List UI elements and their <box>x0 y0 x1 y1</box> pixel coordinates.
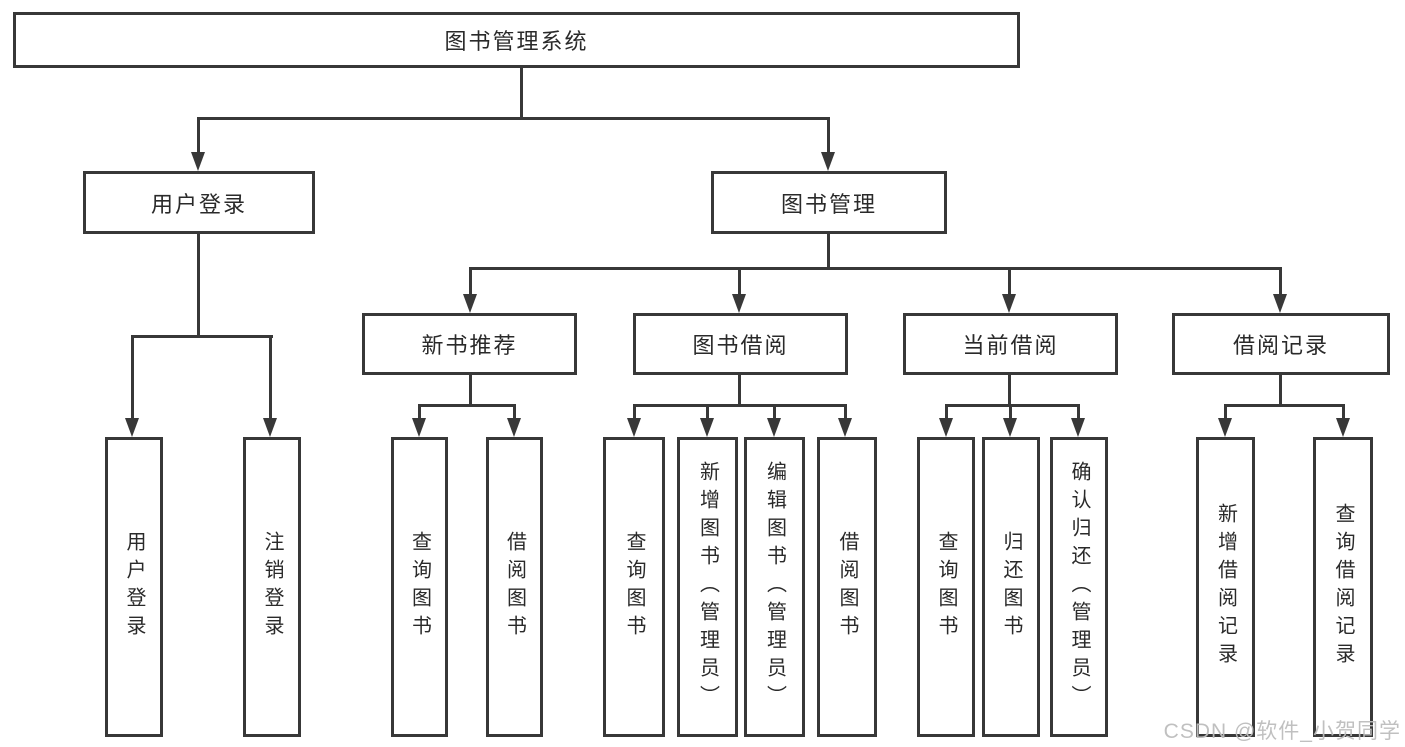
connector-arm <box>706 404 709 422</box>
node-new-book-recommendation: 新书推荐 <box>362 313 577 375</box>
arrowhead-down-icon <box>463 294 477 313</box>
leaf-borrow-book-recommend: 借阅图书 <box>486 437 543 737</box>
node-borrowing-records: 借阅记录 <box>1172 313 1390 375</box>
node-label: 用户登录 <box>150 191 247 217</box>
leaf-user-login: 用户登录 <box>105 437 163 737</box>
node-current-borrowing: 当前借阅 <box>903 313 1118 375</box>
csdn-watermark: CSDN @软件_小贺同学 <box>1163 720 1401 743</box>
arrowhead-down-icon <box>1336 418 1350 437</box>
connector-rail <box>633 404 846 407</box>
node-label: 新书推荐 <box>421 333 518 358</box>
connector-arm <box>469 267 472 296</box>
connector-arm <box>844 404 847 422</box>
arrowhead-down-icon <box>732 294 746 313</box>
connector-stem <box>197 233 200 338</box>
leaf-return-book: 归还图书 <box>982 437 1040 737</box>
arrowhead-down-icon <box>1273 294 1287 313</box>
node-label: 图书管理 <box>780 191 877 217</box>
connector-arm <box>738 267 741 296</box>
connector-arm <box>418 404 421 422</box>
leaf-label: 编辑图书（管理员） <box>763 461 786 713</box>
arrowhead-down-icon <box>412 418 426 437</box>
arrowhead-down-icon <box>1003 418 1017 437</box>
arrowhead-down-icon <box>838 418 852 437</box>
arrowhead-down-icon <box>1071 418 1085 437</box>
leaf-label: 查询图书 <box>623 531 645 643</box>
leaf-query-book-borrow: 查询图书 <box>603 437 665 737</box>
arrowhead-down-icon <box>767 418 781 437</box>
leaf-logout: 注销登录 <box>243 437 301 737</box>
arrowhead-down-icon <box>939 418 953 437</box>
leaf-label: 查询借阅记录 <box>1332 503 1354 671</box>
arrowhead-down-icon <box>507 418 521 437</box>
connector-arm <box>1008 267 1011 296</box>
leaf-query-book-current: 查询图书 <box>917 437 975 737</box>
arrowhead-down-icon <box>627 418 641 437</box>
leaf-label: 用户登录 <box>123 531 145 643</box>
connector-root-rail <box>197 117 830 120</box>
leaf-edit-book-admin: 编辑图书（管理员） <box>744 437 805 737</box>
leaf-confirm-return-admin: 确认归还（管理员） <box>1050 437 1108 737</box>
connector-arm <box>1077 404 1080 422</box>
leaf-label: 确认归还（管理员） <box>1068 461 1090 713</box>
leaf-label: 查询图书 <box>408 531 431 643</box>
connector-arm <box>197 117 200 153</box>
connector-arm <box>513 404 516 422</box>
connector-arm <box>269 335 272 420</box>
node-book-management: 图书管理 <box>711 171 947 234</box>
node-label: 图书借阅 <box>692 333 789 358</box>
connector-stem <box>738 374 741 407</box>
leaf-label: 注销登录 <box>261 531 283 643</box>
node-user-login: 用户登录 <box>83 171 315 234</box>
leaf-label: 查询图书 <box>935 531 957 643</box>
node-label: 借阅记录 <box>1232 333 1329 358</box>
connector-arm <box>945 404 948 422</box>
arrowhead-down-icon <box>700 418 714 437</box>
arrowhead-down-icon <box>191 152 205 171</box>
arrowhead-down-icon <box>1002 294 1016 313</box>
arrowhead-down-icon <box>125 418 139 437</box>
connector-arm <box>131 335 134 420</box>
node-label: 当前借阅 <box>962 333 1059 358</box>
arrowhead-down-icon <box>1218 418 1232 437</box>
leaf-label: 借阅图书 <box>836 531 858 643</box>
connector-arm <box>1224 404 1227 422</box>
leaf-label: 借阅图书 <box>503 531 526 643</box>
connector-stem <box>1279 374 1282 407</box>
leaf-borrow-book: 借阅图书 <box>817 437 877 737</box>
node-label: 图书管理系统 <box>444 29 589 54</box>
connector-stem <box>1008 374 1011 407</box>
connector-arm <box>1342 404 1345 422</box>
connector-arm <box>773 404 776 422</box>
connector-rail <box>132 335 273 338</box>
arrowhead-down-icon <box>821 152 835 171</box>
arrowhead-down-icon <box>263 418 277 437</box>
connector-stem <box>469 374 472 407</box>
leaf-add-borrow-record: 新增借阅记录 <box>1196 437 1255 737</box>
connector-arm <box>1279 267 1282 296</box>
leaf-add-book-admin: 新增图书（管理员） <box>677 437 738 737</box>
node-book-borrowing: 图书借阅 <box>633 313 848 375</box>
leaf-label: 归还图书 <box>1000 531 1022 643</box>
connector-arm <box>827 117 830 153</box>
connector-arm <box>633 404 636 422</box>
connector-stem <box>827 233 830 270</box>
connector-rail <box>418 404 516 407</box>
connector-root-stem <box>520 67 523 119</box>
node-library-management-system: 图书管理系统 <box>13 12 1020 68</box>
connector-rail <box>945 404 1079 407</box>
leaf-query-book-recommend: 查询图书 <box>391 437 448 737</box>
leaf-query-borrow-record: 查询借阅记录 <box>1313 437 1373 737</box>
leaf-label: 新增借阅记录 <box>1214 503 1237 671</box>
connector-rail <box>1224 404 1344 407</box>
connector-rail <box>469 267 1282 270</box>
connector-arm <box>1009 404 1012 422</box>
leaf-label: 新增图书（管理员） <box>696 461 719 713</box>
